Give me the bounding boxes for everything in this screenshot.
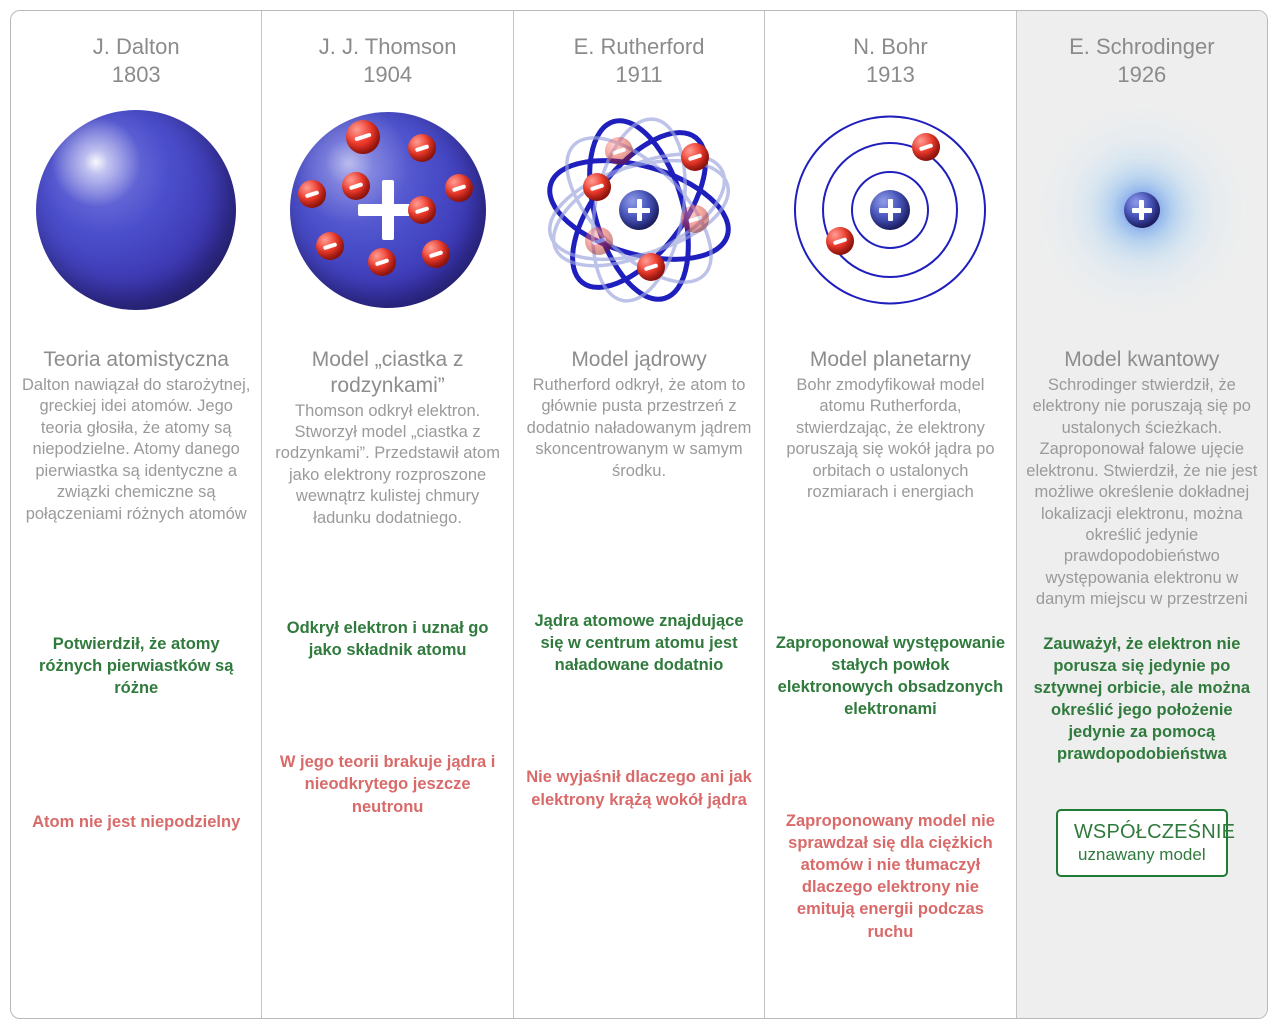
plus-charge-icon [357, 180, 418, 241]
electron-icon [912, 133, 941, 162]
electron-icon [444, 174, 473, 203]
electron-icon [407, 134, 436, 163]
nuclear-orbits-icon [539, 115, 739, 305]
electron-icon [315, 232, 344, 261]
model-description: Bohr zmodyfikował model atomu Rutherford… [786, 375, 995, 502]
electron-icon [583, 173, 612, 202]
pros-text: Odkrył elektron i uznał go jako składnik… [286, 619, 489, 660]
pros-text: Jądra atomowe znajdujące się w centrum a… [534, 612, 744, 675]
solid-sphere-icon [36, 110, 237, 311]
model-title: Model jądrowy [571, 348, 707, 372]
column-bohr: N. Bohr 1913 Model planetarny Bohr zmody… [764, 11, 1015, 1018]
cons-text: Nie wyjaśnił dlaczego ani jak elektrony … [526, 768, 752, 809]
electron-icon [826, 227, 855, 256]
column-header: E. Schrodinger 1926 [1069, 33, 1215, 89]
scientist-name: E. Rutherford [573, 34, 705, 59]
scientist-name: J. Dalton [92, 34, 180, 59]
electron-shell-2 [822, 142, 959, 279]
nucleus-icon [619, 190, 660, 231]
model-description: Dalton nawiązał do starożytnej, greckiej… [22, 375, 251, 523]
nucleus-icon [1123, 192, 1160, 229]
cons-text: Zaproponowany model nie sprawdzał się dl… [785, 811, 995, 941]
schrodinger-figure [1025, 95, 1259, 325]
electron-icon [605, 137, 634, 166]
column-dalton: J. Dalton 1803 Teoria atomistyczna Dalto… [11, 11, 261, 1018]
description-block: Model „ciastka z rodzynkami” Thomson odk… [270, 347, 504, 529]
electron-icon [297, 180, 326, 209]
electron-icon [421, 240, 450, 269]
electron-icon [637, 253, 666, 282]
model-year: 1911 [615, 62, 663, 88]
model-description: Thomson odkrył elektron. Stworzył model … [275, 401, 500, 527]
plum-pudding-icon [289, 112, 486, 309]
model-title: Model planetarny [809, 348, 971, 372]
electron-icon [585, 227, 614, 256]
cons-text: Atom nie jest niepodzielny [32, 813, 241, 832]
cons-text: W jego teorii brakuje jądra i nieodkryte… [279, 753, 496, 816]
dalton-figure [19, 95, 253, 325]
scientist-name: E. Schrodinger [1069, 34, 1215, 59]
badge-line-1: WSPÓŁCZEŚNIE [1073, 821, 1236, 844]
column-thomson: J. J. Thomson 1904 Model „ciastka z rodz… [261, 11, 512, 1018]
column-schrodinger: E. Schrodinger 1926 Model kwantowy Schro… [1015, 11, 1267, 1018]
quantum-cloud-icon [1031, 110, 1252, 311]
model-year: 1913 [865, 62, 915, 88]
description-block: Teoria atomistyczna Dalton nawiązał do s… [19, 347, 253, 525]
column-header: E. Rutherford 1911 [574, 33, 705, 89]
pros-text: Zaproponował występowanie stałych powłok… [775, 633, 1006, 718]
thomson-figure [270, 95, 504, 325]
scientist-name: N. Bohr [853, 34, 928, 59]
column-header: J. J. Thomson 1904 [319, 33, 457, 89]
description-block: Model jądrowy Rutherford odkrył, że atom… [522, 347, 756, 482]
electron-shell-1 [851, 171, 930, 250]
model-title: Model „ciastka z rodzynkami” [311, 348, 464, 397]
column-header: J. Dalton 1803 [93, 33, 180, 89]
current-model-badge: WSPÓŁCZEŚNIE uznawany model [1055, 809, 1236, 877]
pros-text: Zauważył, że elektron nie porusza się je… [1033, 634, 1251, 764]
electron-shell-3 [794, 115, 987, 305]
rutherford-figure [522, 95, 756, 325]
column-header: N. Bohr 1913 [853, 33, 928, 89]
model-year: 1904 [363, 62, 413, 88]
badge-line-2: uznawany model [1078, 844, 1206, 864]
model-description: Rutherford odkrył, że atom to głównie pu… [526, 375, 752, 480]
electron-icon [681, 143, 710, 172]
planetary-shells-icon [792, 115, 988, 305]
model-description: Schrodinger stwierdził, że elektrony nie… [1026, 375, 1258, 609]
electron-icon [367, 248, 396, 277]
scientist-name: J. J. Thomson [318, 34, 457, 59]
electron-icon [407, 196, 436, 225]
description-block: Model planetarny Bohr zmodyfikował model… [773, 347, 1007, 503]
pros-text: Potwierdził, że atomy różnych pierwiastk… [39, 634, 234, 698]
nucleus-icon [870, 190, 911, 231]
model-year: 1803 [111, 62, 161, 88]
bohr-figure [773, 95, 1007, 325]
electron-icon [345, 120, 380, 155]
model-title: Model kwantowy [1064, 348, 1220, 372]
model-title: Teoria atomistyczna [43, 348, 229, 372]
atomic-models-infographic: J. Dalton 1803 Teoria atomistyczna Dalto… [10, 10, 1268, 1019]
column-rutherford: E. Rutherford 1911 [512, 11, 764, 1018]
electron-icon [681, 205, 710, 234]
description-block: Model kwantowy Schrodinger stwierdził, ż… [1025, 347, 1259, 610]
model-year: 1926 [1117, 62, 1167, 88]
electron-icon [341, 172, 370, 201]
